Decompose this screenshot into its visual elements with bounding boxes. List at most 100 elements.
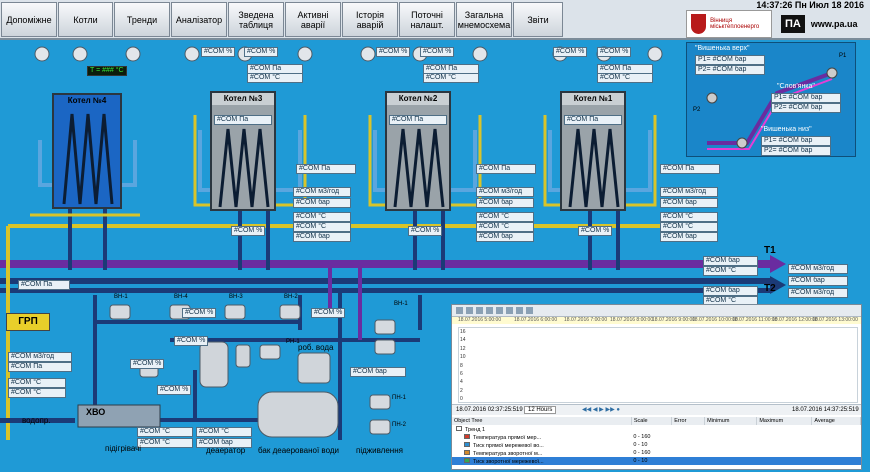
water-tag-t2: #COM °C [8, 388, 66, 398]
b2-tag-p-furnace: #COM Па [476, 164, 536, 174]
map-upper-title: "Вишенька верх" [695, 45, 750, 52]
menu-active-alarms[interactable]: Активні аварії [285, 2, 341, 37]
y-tick: 6 [460, 371, 463, 378]
series-color-swatch [464, 441, 470, 447]
open-icon[interactable] [466, 307, 473, 314]
menu-summary-table[interactable]: Зведена таблиця [228, 2, 284, 37]
map-upper-p1: P1= #COM бар [695, 55, 765, 65]
col-error[interactable]: Error [671, 417, 706, 425]
row-name: Тренд 1 [452, 425, 631, 433]
menu-boilers[interactable]: Котли [58, 2, 113, 37]
row-scale: 0 - 160 [633, 434, 651, 440]
b3-tag-draft: #COM Па [214, 115, 272, 125]
table-row[interactable]: Тиск прямої мережевої во...0 - 10 [452, 441, 861, 449]
series-color-swatch [464, 449, 470, 455]
series-color-swatch [456, 425, 462, 431]
col-maximum[interactable]: Maximum [756, 417, 813, 425]
menu-current-settings[interactable]: Поточні налашт. [399, 2, 455, 37]
menu-trends[interactable]: Тренди [114, 2, 170, 37]
b1-tag-p-furnace: #COM Па [660, 164, 720, 174]
cursor-icon[interactable] [496, 307, 503, 314]
map-upper-p2: P2= #COM бар [695, 65, 765, 75]
table-row[interactable]: Температура прямої мер...0 - 160 [452, 433, 861, 441]
b2-tag-fan2: #COM % [420, 47, 455, 57]
save-icon[interactable] [456, 307, 463, 314]
col-scale[interactable]: Scale [631, 417, 673, 425]
b2-tag-t: #COM °C [423, 73, 479, 83]
b3-tag-fan2: #COM % [244, 47, 279, 57]
trend-plot[interactable]: 16 14 12 10 8 6 4 2 0 [458, 327, 858, 403]
pen-icon[interactable] [506, 307, 513, 314]
pump-tag-2: #COM % [311, 308, 346, 318]
b2-tag-fan1: #COM % [376, 47, 411, 57]
b2-tag-p: #COM бар [476, 198, 534, 208]
y-tick: 4 [460, 379, 463, 386]
boiler-3-coil [218, 128, 270, 208]
row-label: Температура зворотної м... [473, 450, 543, 457]
trend-window[interactable]: 18.07.2016 5:00:00 18.07.2016 6:00:00 18… [451, 304, 862, 470]
y-tick: 10 [460, 354, 466, 361]
col-minimum[interactable]: Minimum [704, 417, 758, 425]
supply-arrow-icon [770, 255, 786, 273]
playback-icons[interactable]: ◀◀ ◀ ▶ ▶▶ ● [582, 407, 620, 413]
network-map-lines [706, 67, 838, 150]
y-tick: 8 [460, 362, 463, 369]
time-label-0: 18.07.2016 5:00:00 [458, 317, 502, 323]
heater-valve-tag-2: #COM % [157, 385, 192, 395]
zoom-icon[interactable] [486, 307, 493, 314]
heaters-label: підігрівачі [105, 444, 142, 453]
b1-tag-q: #COM м3/год [660, 187, 718, 197]
y-tick: 16 [460, 329, 466, 335]
table-row[interactable]: Тиск зворотної мережевої...0 - 10 [452, 457, 861, 465]
menu-alarm-history[interactable]: Історія аварій [342, 2, 398, 37]
top-menu: Допоміжне Котли Тренди Аналізатор Зведен… [0, 0, 870, 40]
row-scale [631, 425, 671, 433]
trend-end-time[interactable]: 18.07.2016 14:37:25:519 [792, 407, 859, 413]
brand-site: www.pa.ua [810, 19, 858, 29]
boiler-4-title: Котел №4 [54, 95, 120, 107]
menu-general-mnemo[interactable]: Загальна мнемосхема [456, 2, 512, 37]
map-p2-label: P2 [693, 107, 701, 113]
row-cell [757, 441, 812, 449]
water-supply-label: водопр. [22, 416, 51, 425]
t1-tag-p: #COM бар [788, 276, 848, 286]
time-label-2: 18.07.2016 7:00:00 [564, 317, 608, 323]
row-cell [672, 457, 705, 465]
table-row[interactable]: Температура зворотної м...0 - 160 [452, 449, 861, 457]
pump-rn1-label: РН-1 [286, 339, 300, 345]
water-tag-q: #COM м3/год [8, 352, 72, 362]
row-cell [672, 441, 705, 449]
b3-tag-p: #COM бар [293, 198, 351, 208]
print-icon[interactable] [476, 307, 483, 314]
table-row[interactable]: Тренд 1 [452, 425, 861, 433]
supply-tag-p: #COM бар [703, 256, 758, 266]
col-object-tree[interactable]: Object Tree [452, 417, 632, 425]
row-cell [757, 457, 812, 465]
network-map[interactable]: "Вишенька верх" P1= #COM бар P2= #COM ба… [686, 42, 856, 157]
grid-icon[interactable] [516, 307, 523, 314]
col-average[interactable]: Average [811, 417, 861, 425]
trend-span-select[interactable]: 12 Hours [524, 406, 557, 414]
pump-vn2-label: ВН-2 [284, 294, 298, 300]
grp-unit[interactable]: ГРП [6, 313, 50, 331]
time-label-1: 18.07.2016 6:00:00 [514, 317, 558, 323]
b3-tag-valve: #COM % [231, 226, 266, 236]
makeup-label: підживлення [356, 446, 403, 455]
trend-start-time[interactable]: 18.07.2016 02:37:25:519 [456, 407, 523, 413]
row-cell [812, 441, 861, 449]
menu-reports[interactable]: Звіти [513, 2, 563, 37]
pump-vn4-label: ВН-4 [174, 294, 188, 300]
map-slov-p1: P1= #COM бар [771, 93, 841, 103]
row-cell [757, 425, 812, 433]
boiler-flues [38, 130, 652, 192]
b1-tag-t: #COM °C [597, 73, 653, 83]
b1-tag-valve: #COM % [578, 226, 613, 236]
b3-tag-fan1: #COM % [201, 47, 236, 57]
b3-tag-q: #COM м3/год [293, 187, 351, 197]
row-cell [757, 433, 812, 441]
menu-auxiliary[interactable]: Допоміжне [1, 2, 57, 37]
menu-analyzer[interactable]: Аналізатор [171, 2, 227, 37]
settings-icon[interactable] [526, 307, 533, 314]
b2-tag-valve: #COM % [408, 226, 443, 236]
heater-tag-1: #COM °C [137, 427, 193, 437]
